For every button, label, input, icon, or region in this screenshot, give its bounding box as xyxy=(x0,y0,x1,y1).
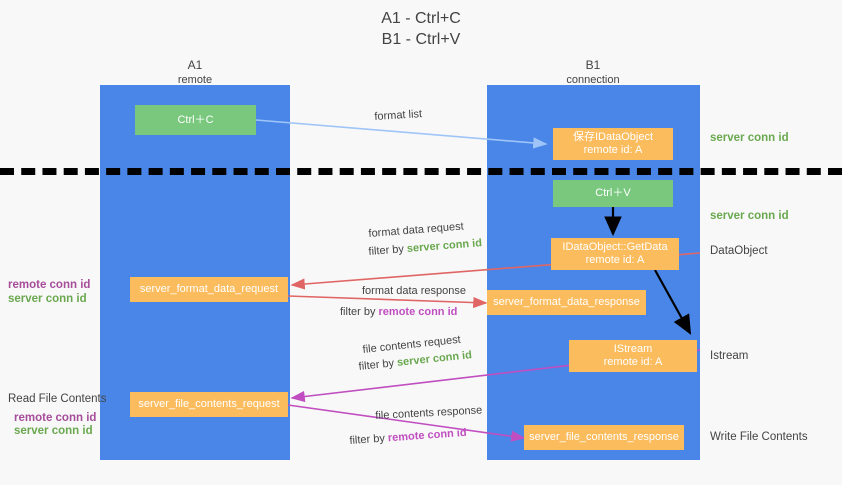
node-server-format-data-response[interactable]: server_format_data_response xyxy=(487,290,646,315)
edge-label-format-list-text: format list xyxy=(374,108,423,123)
node-idataobject-getdata[interactable]: IDataObject::GetData remote id: A xyxy=(551,238,679,270)
left-label-remote-conn-id-bottom: remote conn id xyxy=(14,412,97,424)
left-label-read-file-contents: Read File Contents xyxy=(8,393,107,405)
right-label-write-file-contents: Write File Contents xyxy=(710,431,808,443)
right-label-dataobject: DataObject xyxy=(710,245,768,257)
edge-label-format-data-response-filter-prefix: filter by xyxy=(340,306,379,318)
node-ctrl-c[interactable]: Ctrl＋C xyxy=(135,105,256,135)
column-header-a1-sub: remote xyxy=(177,74,213,86)
node-istream-line2: remote id: A xyxy=(603,356,663,368)
edge-label-format-data-response-text: format data response xyxy=(362,285,466,297)
title-line-1: A1 - Ctrl+C xyxy=(381,10,461,27)
phase-divider xyxy=(0,168,842,175)
edge-label-format-data-response-filter: filter by remote conn id xyxy=(340,305,457,319)
edge-label-file-contents-response-filter-prefix: filter by xyxy=(349,432,389,447)
column-header-a1: A1 remote xyxy=(115,58,275,88)
edge-label-file-contents-request-filter-prefix: filter by xyxy=(358,356,398,373)
node-ctrl-v-label: Ctrl＋V xyxy=(595,187,631,199)
title-line-2: B1 - Ctrl+V xyxy=(381,31,461,48)
column-header-b1-sub: connection xyxy=(566,74,620,86)
node-istream-line1: IStream xyxy=(613,343,653,355)
edge-label-file-contents-response-filter: filter by remote conn id xyxy=(349,426,467,448)
node-server-file-contents-request[interactable]: server_file_contents_request xyxy=(130,392,288,417)
node-idataobject-getdata-line1: IDataObject::GetData xyxy=(562,241,668,253)
node-save-idataobject-line1: 保存IDataObject xyxy=(572,131,654,143)
page-title: A1 - Ctrl+C B1 - Ctrl+V xyxy=(0,8,842,50)
edge-label-file-contents-response: file contents response xyxy=(375,403,483,423)
edge-label-format-data-response-filter-key: remote conn id xyxy=(378,306,458,318)
edge-label-file-contents-response-filter-key: remote conn id xyxy=(387,426,467,445)
node-idataobject-getdata-line2: remote id: A xyxy=(585,254,645,266)
node-server-format-data-response-label: server_format_data_response xyxy=(493,296,640,308)
column-header-b1: B1 connection xyxy=(513,58,673,88)
node-server-format-data-request-label: server_format_data_request xyxy=(139,283,279,295)
right-label-istream: Istream xyxy=(710,350,749,362)
node-server-file-contents-response-label: server_file_contents_response xyxy=(529,431,679,443)
edge-label-format-data-request-text: format data request xyxy=(368,220,465,240)
edge-label-format-data-request-filter-prefix: filter by xyxy=(368,242,408,258)
column-header-a1-name: A1 xyxy=(187,58,203,72)
left-label-remote-conn-id-top: remote conn id xyxy=(8,279,91,291)
node-server-file-contents-request-label: server_file_contents_request xyxy=(138,398,280,410)
node-ctrl-v[interactable]: Ctrl＋V xyxy=(553,180,673,207)
right-label-server-conn-id-second: server conn id xyxy=(710,210,789,222)
node-server-file-contents-response[interactable]: server_file_contents_response xyxy=(524,425,684,450)
right-label-server-conn-id-top: server conn id xyxy=(710,132,789,144)
left-label-server-conn-id-bottom: server conn id xyxy=(14,425,93,437)
node-istream[interactable]: IStream remote id: A xyxy=(569,340,697,372)
node-server-format-data-request[interactable]: server_format_data_request xyxy=(130,277,288,302)
edge-label-format-data-request-filter-key: server conn id xyxy=(406,237,483,255)
node-save-idataobject[interactable]: 保存IDataObject remote id: A xyxy=(553,128,673,160)
left-label-server-conn-id-top: server conn id xyxy=(8,293,87,305)
column-header-b1-name: B1 xyxy=(585,58,601,72)
node-ctrl-c-label: Ctrl＋C xyxy=(177,113,214,126)
edge-label-format-data-response: format data response xyxy=(362,284,466,298)
edge-label-format-list: format list xyxy=(374,107,422,124)
edge-label-file-contents-response-text: file contents response xyxy=(375,404,483,422)
node-save-idataobject-line2: remote id: A xyxy=(583,144,643,156)
